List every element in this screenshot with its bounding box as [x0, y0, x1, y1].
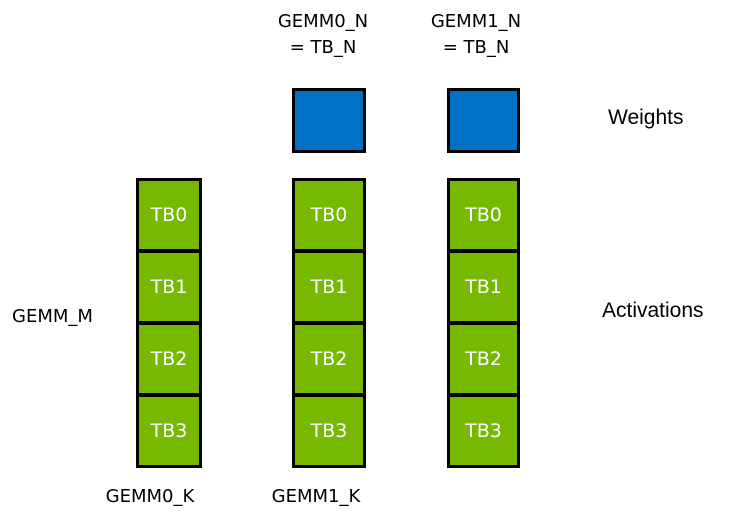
header-gemm1-n-line2: = TB_N	[442, 37, 510, 58]
thread-block-tb0: TB0	[450, 181, 517, 253]
thread-block-label: TB0	[310, 204, 348, 226]
label-activations: Activations	[602, 299, 704, 322]
thread-block-label: TB3	[150, 420, 188, 442]
thread-block-label: TB3	[465, 420, 502, 442]
thread-block-label: TB1	[465, 276, 502, 298]
thread-block-tb1: TB1	[295, 253, 363, 325]
thread-block-tb0: TB0	[139, 181, 199, 253]
thread-block-tb2: TB2	[139, 325, 199, 397]
activation-column-1: TB0 TB1 TB2 TB3	[292, 178, 366, 468]
thread-block-label: TB0	[150, 204, 188, 226]
thread-block-tb3: TB3	[450, 397, 517, 465]
thread-block-tb2: TB2	[295, 325, 363, 397]
thread-block-label: TB2	[465, 348, 502, 370]
thread-block-label: TB2	[310, 348, 348, 370]
thread-block-label: TB2	[150, 348, 188, 370]
activation-column-2: TB0 TB1 TB2 TB3	[447, 178, 520, 468]
thread-block-tb1: TB1	[139, 253, 199, 325]
label-gemm1-k: GEMM1_K	[271, 486, 361, 507]
thread-block-tb2: TB2	[450, 325, 517, 397]
thread-block-tb1: TB1	[450, 253, 517, 325]
activation-column-0: TB0 TB1 TB2 TB3	[136, 178, 202, 468]
label-gemm-m: GEMM_M	[12, 306, 93, 327]
thread-block-label: TB1	[150, 276, 188, 298]
thread-block-label: TB1	[310, 276, 348, 298]
thread-block-tb3: TB3	[295, 397, 363, 465]
thread-block-tb0: TB0	[295, 181, 363, 253]
header-gemm0-n-line1: GEMM0_N	[277, 11, 369, 32]
thread-block-tb3: TB3	[139, 397, 199, 465]
thread-block-label: TB0	[465, 204, 502, 226]
label-gemm0-k: GEMM0_K	[105, 486, 195, 507]
thread-block-label: TB3	[310, 420, 348, 442]
header-gemm0-n-line2: = TB_N	[289, 37, 357, 58]
weight-block-gemm0	[292, 88, 366, 153]
header-gemm1-n: GEMM1_N = TB_N	[396, 9, 556, 61]
label-weights: Weights	[608, 106, 684, 129]
header-gemm1-n-line1: GEMM1_N	[430, 11, 522, 32]
header-gemm0-n: GEMM0_N = TB_N	[243, 9, 403, 61]
weight-block-gemm1	[447, 88, 520, 153]
